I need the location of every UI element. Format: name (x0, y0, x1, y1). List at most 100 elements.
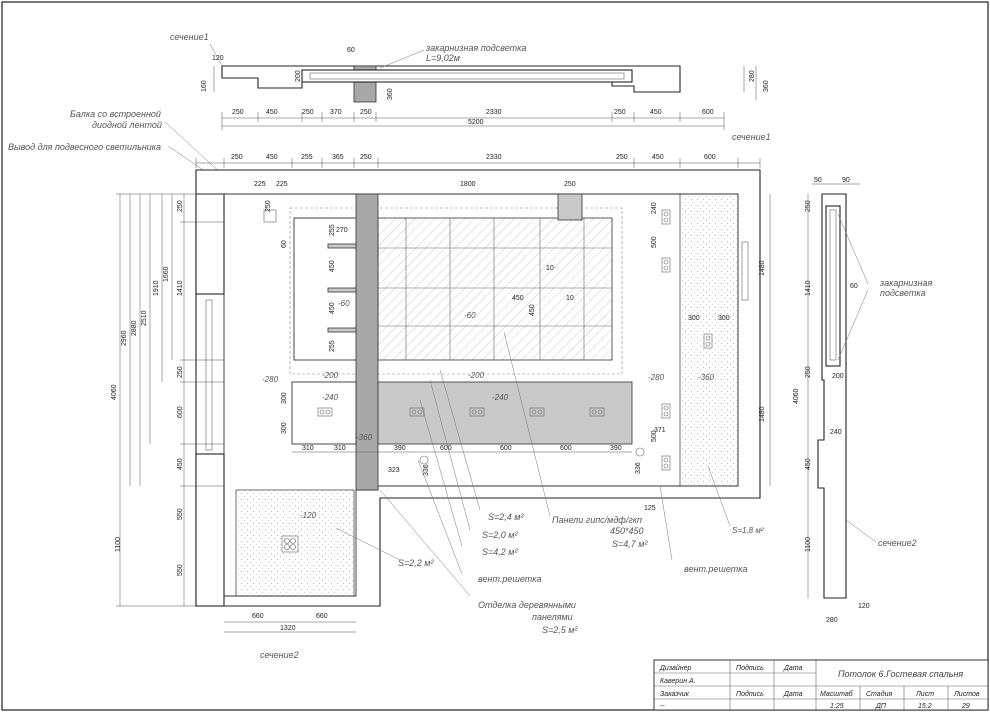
svg-text:вент.решетка: вент.решетка (684, 564, 748, 574)
svg-text:600: 600 (500, 445, 512, 452)
svg-text:250: 250 (302, 109, 314, 116)
cornice-light-side-label-2: подсветка (880, 288, 926, 298)
tb-customer-value: -- (660, 703, 665, 710)
svg-text:225: 225 (276, 181, 288, 188)
tb-date-label-1: Дата (783, 665, 803, 672)
svg-text:панелями: панелями (532, 612, 573, 622)
svg-text:255: 255 (329, 340, 336, 352)
svg-text:S=2,4 м²: S=2,4 м² (488, 512, 524, 522)
svg-text:250: 250 (265, 200, 272, 212)
dim-160: 160 (201, 80, 208, 92)
light-fixtures (263, 209, 713, 553)
svg-text:125: 125 (644, 505, 656, 512)
tb-designer-name: Каверин А. (660, 678, 696, 685)
svg-text:10: 10 (546, 265, 554, 272)
svg-text:450: 450 (329, 260, 336, 272)
svg-text:255: 255 (301, 154, 313, 161)
svg-text:сечение1: сечение1 (732, 132, 771, 142)
level-marks: -60 -60 -200 -200 -240 -240 -280 -280 -3… (262, 299, 715, 520)
dim-200: 200 (295, 70, 302, 82)
svg-text:90: 90 (842, 177, 850, 184)
svg-text:2510: 2510 (141, 310, 148, 326)
svg-text:1800: 1800 (460, 181, 476, 188)
svg-text:500: 500 (651, 430, 658, 442)
section-1-top-label: сечение1 (170, 32, 209, 42)
svg-text:600: 600 (440, 445, 452, 452)
beam-led-label-2: диодной лентой (92, 120, 162, 130)
svg-text:365: 365 (332, 154, 344, 161)
svg-text:600: 600 (560, 445, 572, 452)
svg-text:-280: -280 (262, 375, 279, 384)
svg-text:сечение2: сечение2 (260, 650, 299, 660)
svg-text:-200: -200 (468, 371, 485, 380)
svg-text:450: 450 (266, 109, 278, 116)
svg-text:-240: -240 (322, 393, 339, 402)
svg-text:2330: 2330 (486, 154, 502, 161)
svg-text:450: 450 (529, 304, 536, 316)
title-block (653, 659, 989, 711)
svg-text:4060: 4060 (793, 388, 800, 404)
svg-text:550: 550 (177, 564, 184, 576)
svg-text:250: 250 (360, 109, 372, 116)
dim-60-top: 60 (347, 47, 355, 54)
svg-text:1480: 1480 (759, 260, 766, 276)
tb-sheet-label: Лист (915, 691, 934, 698)
section-2-side-label: сечение2 (878, 538, 917, 548)
plan-annotations: S=2,4 м² S=2,0 м² S=4,2 м² S=2,2 м² вент… (260, 132, 771, 660)
svg-text:450*450: 450*450 (610, 526, 644, 536)
svg-text:-360: -360 (356, 433, 373, 442)
plan-bottom-dims: 310 310 390 600 600 600 390 660 660 1320 (252, 445, 622, 632)
tb-title: Потолок 6.Гостевая спальня (838, 669, 963, 679)
tb-sign-label-1: Подпись (736, 664, 764, 672)
dim-total-5200: 5200 (468, 119, 484, 126)
svg-text:1100: 1100 (115, 537, 122, 552)
svg-text:371: 371 (654, 427, 666, 434)
plan-left-dims: 4060 2960 2880 2510 1910 1660 250 1410 2… (111, 200, 184, 576)
svg-text:-240: -240 (492, 393, 509, 402)
svg-text:390: 390 (394, 445, 406, 452)
svg-text:600: 600 (704, 154, 716, 161)
svg-text:550: 550 (177, 508, 184, 520)
svg-text:660: 660 (316, 613, 328, 620)
svg-text:10: 10 (566, 295, 574, 302)
svg-text:1480: 1480 (759, 406, 766, 422)
svg-text:-280: -280 (648, 373, 665, 382)
svg-text:450: 450 (652, 154, 664, 161)
svg-text:S=4,2 м²: S=4,2 м² (482, 547, 518, 557)
svg-text:300: 300 (688, 315, 700, 322)
svg-text:1660: 1660 (163, 266, 170, 282)
tb-date-label-2: Дата (783, 691, 803, 698)
section-1-dim-row: 250 450 250 370 250 2330 250 450 600 520… (232, 109, 714, 126)
svg-text:250: 250 (614, 109, 626, 116)
svg-text:S=2,5 м²: S=2,5 м² (542, 625, 578, 635)
svg-text:250: 250 (360, 154, 372, 161)
pendant-output-label: Вывод для подвесного светильника (8, 142, 161, 152)
tb-sign-label-2: Подпись (736, 690, 764, 698)
svg-text:336: 336 (423, 464, 430, 476)
side-section-dims: 50 90 250 1410 60 4060 250 200 240 450 1… (793, 177, 870, 624)
svg-text:200: 200 (832, 373, 844, 380)
svg-text:300: 300 (281, 422, 288, 434)
svg-text:250: 250 (805, 200, 812, 212)
svg-text:250: 250 (231, 154, 243, 161)
svg-text:300: 300 (281, 392, 288, 404)
svg-text:60: 60 (850, 283, 858, 290)
svg-text:-360: -360 (698, 373, 715, 382)
svg-text:Панели гипс/мдф/гкп: Панели гипс/мдф/гкп (552, 515, 642, 525)
svg-text:250: 250 (177, 200, 184, 212)
svg-text:250: 250 (177, 366, 184, 378)
svg-text:-120: -120 (300, 511, 317, 520)
svg-text:120: 120 (858, 603, 870, 610)
svg-text:1410: 1410 (177, 280, 184, 296)
cornice-light-side-label-1: закарнизная (879, 278, 932, 288)
svg-text:-60: -60 (338, 299, 350, 308)
svg-text:2960: 2960 (121, 330, 128, 346)
ceiling-plan: 250 450 255 365 250 2330 250 450 600 (116, 154, 771, 633)
svg-text:S=2,2 м²: S=2,2 м² (398, 558, 434, 568)
tb-stage-label: Стадия (866, 690, 892, 698)
svg-text:300: 300 (718, 315, 730, 322)
svg-text:280: 280 (826, 617, 838, 624)
svg-text:1100: 1100 (805, 537, 812, 552)
svg-text:323: 323 (388, 467, 400, 474)
